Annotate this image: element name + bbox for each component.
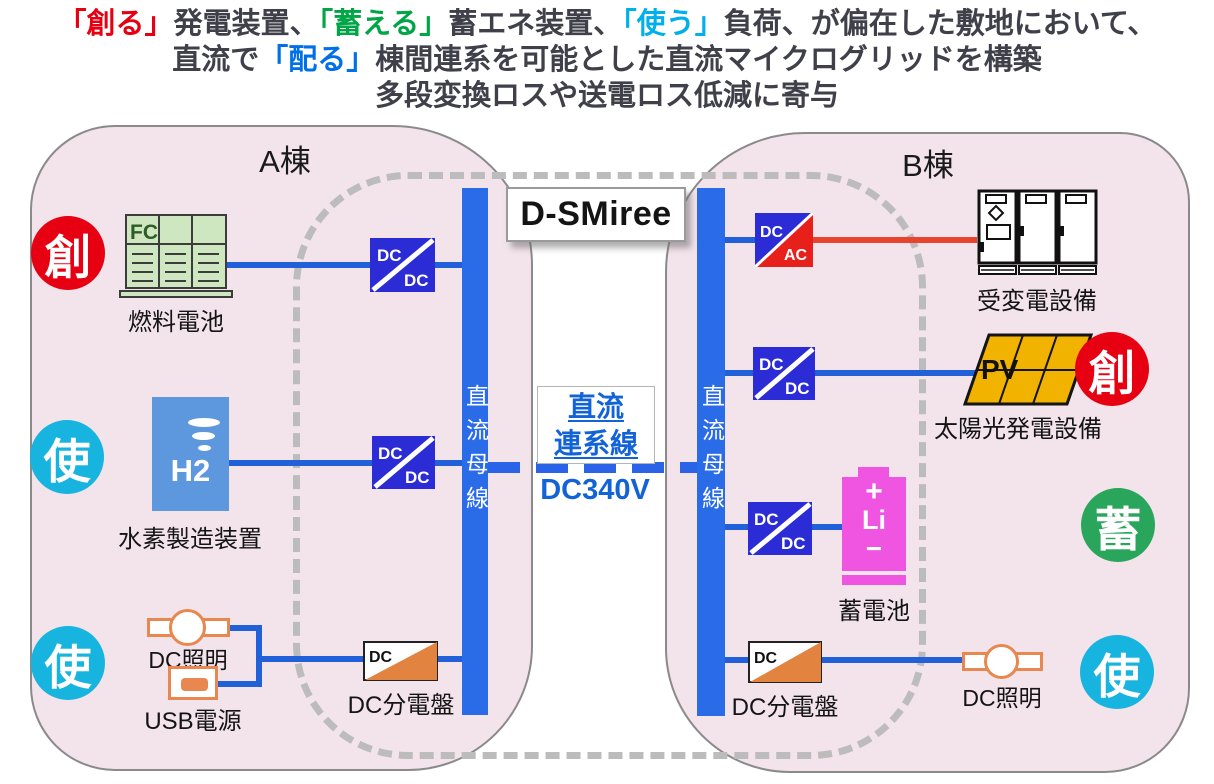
wire-lamp-a: [228, 625, 262, 631]
dc-light-b-label: DC照明: [962, 685, 1042, 711]
title-line-2: 直流で「配る」棟間連系を可能とした直流マイクログリッドを構築: [172, 44, 1042, 76]
substation-label: 受変電設備: [977, 288, 1097, 315]
svg-text:FC: FC: [130, 221, 158, 244]
battery-minus: −: [865, 533, 883, 564]
dc-bus-b: 直流母線: [697, 188, 725, 716]
wire-fuelcell-to-converter: [225, 262, 372, 268]
usb-power-icon: [168, 666, 218, 700]
dc-interconnect-label: 直流 連系線: [537, 386, 655, 464]
wire-converter-to-bus-a1: [433, 262, 464, 268]
svg-text:DC: DC: [781, 534, 806, 553]
solar-panel-label: 太陽光発電設備: [934, 416, 1102, 443]
badge-create-b: 創: [1075, 332, 1149, 406]
dsmiree-logo: D-SMiree: [506, 187, 686, 242]
substation-icon: [977, 189, 1098, 275]
battery-icon: + Li −: [842, 475, 906, 571]
wire-bus-b-to-pv-converter: [723, 370, 755, 376]
title-keyword-create: 「創る」: [57, 8, 174, 40]
hydrogen-device-icon: H2: [152, 397, 229, 511]
svg-text:DC: DC: [378, 444, 403, 463]
dc-bus-a: 直流母線: [462, 188, 489, 715]
wire-converter-to-bus-a2: [433, 460, 464, 466]
svg-text:DC: DC: [404, 271, 429, 290]
wire-ac-to-substation: [811, 237, 977, 243]
dcdc-converter-icon: DC DC: [370, 238, 435, 292]
svg-text:DC: DC: [760, 224, 784, 241]
svg-text:DC: DC: [369, 649, 393, 666]
building-a: [30, 125, 533, 771]
title-keyword-store: 「蓄える」: [318, 8, 449, 40]
fuel-cell-label: 燃料電池: [128, 309, 224, 336]
dc-voltage-label: DC340V: [540, 474, 650, 506]
dcdc-converter-icon: DC DC: [753, 347, 815, 400]
solar-panel-icon: PV: [962, 333, 1094, 406]
dc-distribution-panel-icon: DC: [748, 641, 822, 683]
battery-terminal-icon: [858, 467, 889, 477]
svg-text:DC: DC: [754, 510, 779, 529]
h2-label: H2: [170, 453, 211, 488]
fuel-cell-base: [119, 290, 233, 298]
building-a-name: A棟: [259, 144, 311, 179]
wire-bus-b-to-batt-converter: [723, 524, 750, 530]
badge-use-b: 使: [1080, 635, 1154, 709]
dcdc-converter-icon: DC DC: [748, 502, 812, 555]
page-title: 「創る」発電装置、「蓄える」蓄エネ装置、「使う」負荷、が偏在した敷地において、 …: [0, 6, 1214, 114]
dc-interconnect-line: [488, 462, 698, 473]
wire-panel-b-to-lamp: [820, 657, 964, 663]
title-line-3: 多段変換ロスや送電ロス低減に寄与: [374, 80, 839, 112]
dc-bus-b-label: 直流母線: [698, 384, 725, 520]
svg-text:DC: DC: [405, 468, 430, 487]
wire-converter-to-pv: [813, 370, 980, 376]
battery-label: 蓄電池: [838, 598, 910, 625]
title-keyword-distribute: 「配る」: [259, 44, 376, 76]
dcac-inverter-icon: DC AC: [755, 213, 813, 267]
battery-chemistry: Li: [862, 505, 886, 535]
bubble-icon: [192, 432, 215, 440]
title-keyword-use: 「使う」: [622, 8, 724, 40]
badge-use-a1: 使: [30, 420, 104, 494]
panel-a-label: DC分電盤: [347, 692, 455, 719]
badge-use-a2: 使: [31, 626, 105, 700]
usb-power-label: USB電源: [144, 708, 242, 735]
bubble-icon: [198, 445, 211, 451]
dc-light-b-bulb-icon: [984, 644, 1019, 679]
svg-text:DC: DC: [754, 650, 778, 667]
wire-panel-a-to-bus: [436, 656, 464, 662]
bubble-icon: [188, 418, 220, 427]
dc-bus-a-label: 直流母線: [462, 383, 489, 520]
hydrogen-label: 水素製造装置: [118, 526, 262, 553]
wire-loads-to-panel-a: [256, 656, 366, 662]
wire-bus-b-to-dcac: [723, 237, 757, 243]
dcdc-converter-icon: DC DC: [372, 436, 435, 489]
building-b-name: B棟: [902, 148, 954, 183]
svg-text:PV: PV: [981, 354, 1019, 385]
badge-store-b: 蓄: [1081, 488, 1155, 562]
fuel-cell-icon: FC: [125, 214, 227, 289]
dc-light-a-bulb-icon: [169, 609, 206, 646]
badge-create-a: 創: [31, 216, 105, 290]
wire-converter-to-battery: [810, 524, 844, 530]
svg-text:DC: DC: [377, 246, 402, 265]
svg-text:DC: DC: [759, 355, 784, 374]
dc-distribution-panel-icon: DC: [363, 641, 438, 681]
battery-base-icon: [842, 575, 906, 585]
wire-h2-to-converter: [227, 460, 374, 466]
battery-plus: +: [865, 475, 883, 508]
wire-bus-b-to-panel: [723, 657, 750, 663]
svg-text:AC: AC: [784, 247, 808, 264]
panel-b-label: DC分電盤: [731, 694, 839, 721]
svg-text:DC: DC: [785, 379, 810, 398]
title-line-1: 「創る」発電装置、「蓄える」蓄エネ装置、「使う」負荷、が偏在した敷地において、: [57, 8, 1157, 40]
wire-usb: [218, 681, 262, 687]
usb-connector-icon: [181, 678, 208, 691]
